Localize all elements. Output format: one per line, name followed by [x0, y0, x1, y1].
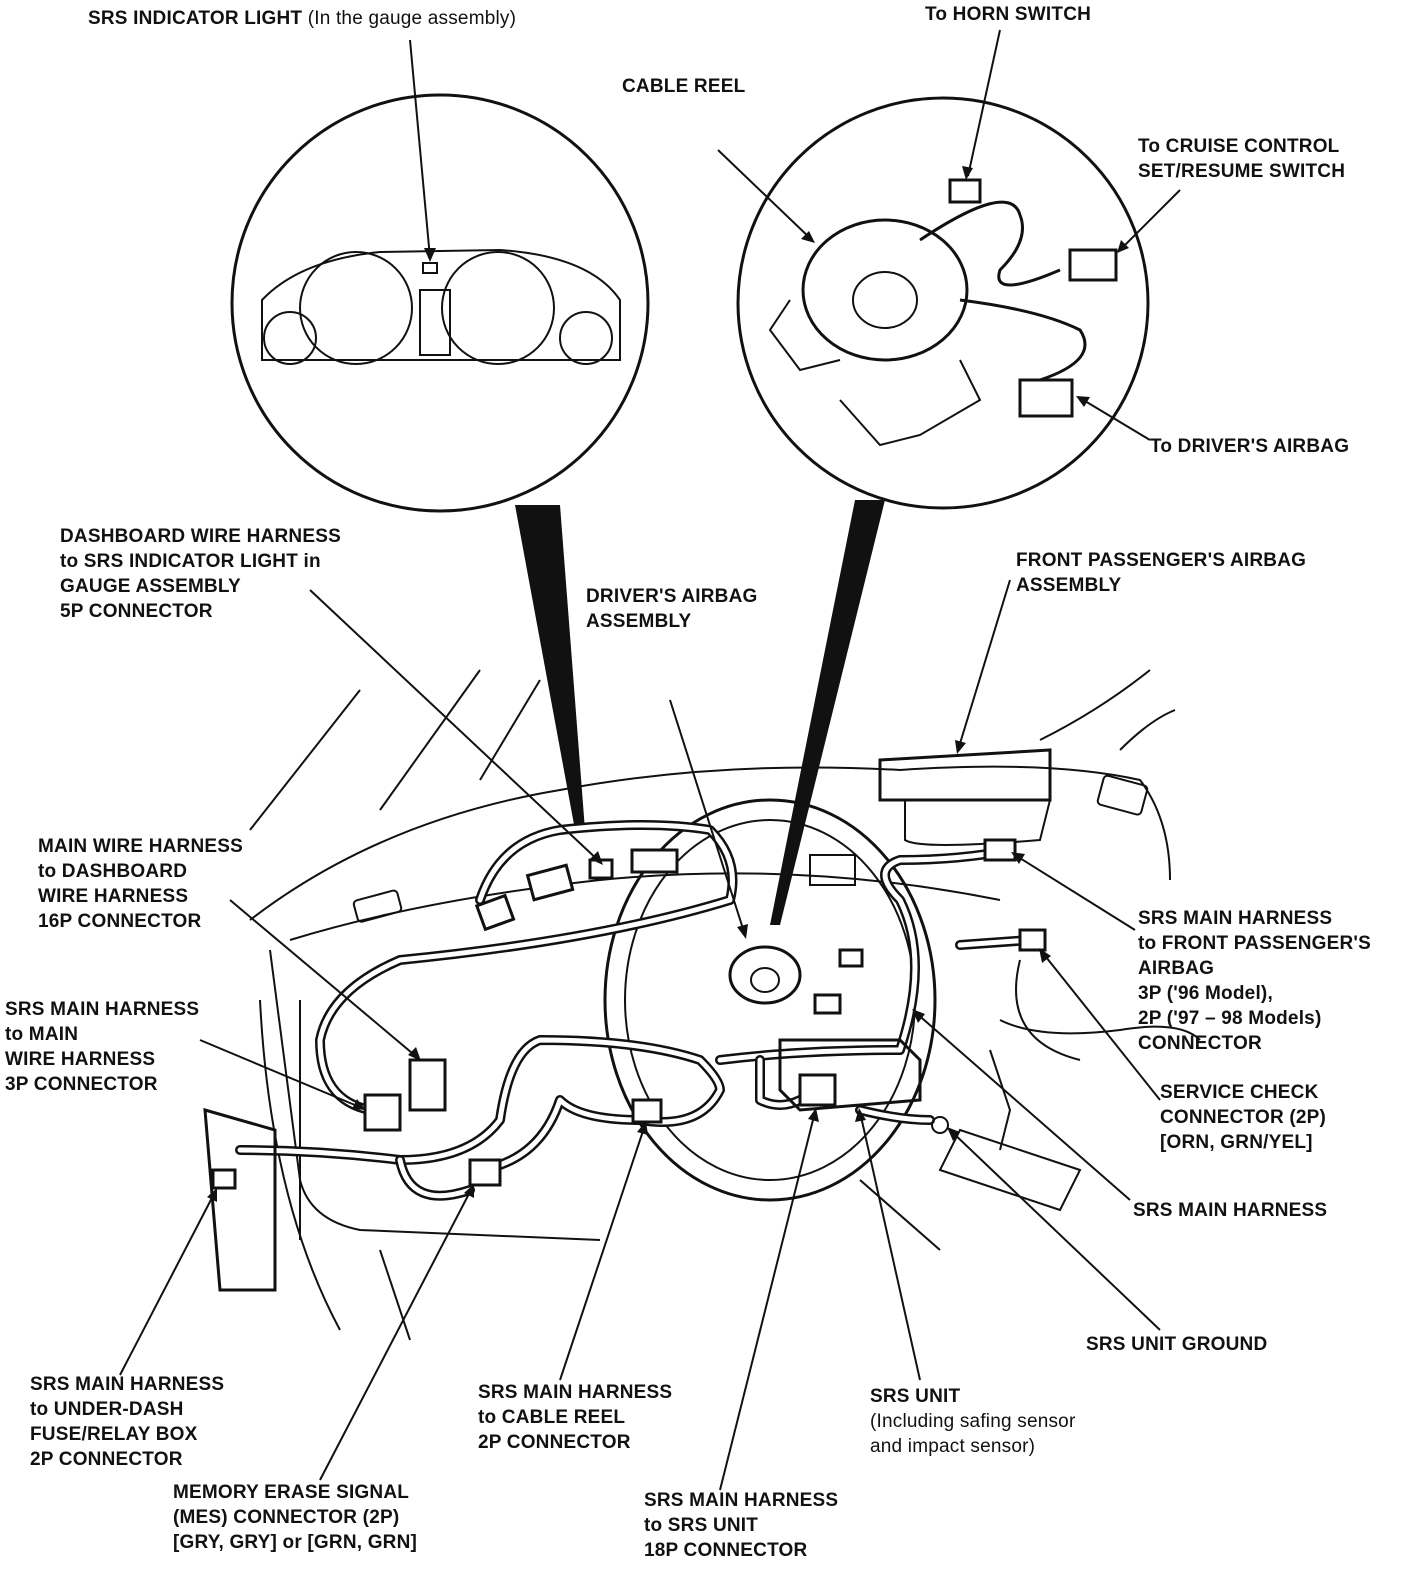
label-srs-to-unit-18p: SRS MAIN HARNESS to SRS UNIT 18P CONNECT…	[644, 1490, 839, 1561]
steering-wheel-icon	[603, 798, 937, 1202]
under-dash-fuse-box-icon	[203, 1107, 277, 1292]
cable-reel-inset	[736, 96, 1150, 510]
cruise-switch-connector-icon	[1068, 248, 1118, 282]
drivers-airbag-connector-icon	[1018, 378, 1074, 418]
label-srs-unit: SRS UNIT (Including safing sensor and im…	[870, 1386, 1076, 1457]
srs-unit-ground-icon	[931, 1116, 949, 1134]
main-16p-connector-icon	[408, 1058, 447, 1112]
gauge-inset-wedge	[515, 505, 585, 830]
label-drivers-airbag-assembly: DRIVER'S AIRBAG ASSEMBLY	[586, 586, 758, 632]
label-srs-to-fuse-relay-box: SRS MAIN HARNESS to UNDER-DASH FUSE/RELA…	[30, 1374, 225, 1470]
label-horn-switch: To HORN SWITCH	[925, 4, 1092, 25]
label-cable-reel: CABLE REEL	[622, 76, 746, 97]
srs-indicator-lamp-icon	[422, 262, 438, 274]
label-srs-to-passenger-airbag: SRS MAIN HARNESS to FRONT PASSENGER'S AI…	[1138, 908, 1372, 1054]
srs-unit-icon	[778, 1038, 922, 1112]
passenger-airbag-connector-icon	[983, 838, 1017, 862]
label-srs-to-cable-reel: SRS MAIN HARNESS to CABLE REEL 2P CONNEC…	[478, 1382, 673, 1453]
srs-main-3p-connector-icon	[363, 1093, 402, 1132]
label-main-wire-harness-16p: MAIN WIRE HARNESS to DASHBOARD WIRE HARN…	[38, 836, 244, 932]
passenger-airbag-icon	[878, 748, 1052, 802]
label-srs-main-harness: SRS MAIN HARNESS	[1133, 1200, 1328, 1221]
label-drivers-airbag-connector: To DRIVER'S AIRBAG	[1150, 436, 1350, 457]
dashboard-outline	[249, 669, 1201, 1341]
label-dashboard-wire-harness: DASHBOARD WIRE HARNESS to SRS INDICATOR …	[60, 526, 341, 622]
srs-unit-18p-connector-icon	[798, 1073, 837, 1107]
service-check-connector-icon	[1018, 928, 1047, 952]
mes-connector-icon	[468, 1158, 502, 1187]
cable-reel-icon	[801, 218, 969, 362]
label-service-check-connector: SERVICE CHECK CONNECTOR (2P) [ORN, GRN/Y…	[1160, 1082, 1327, 1153]
label-cruise-control-switch: To CRUISE CONTROL SET/RESUME SWITCH	[1138, 136, 1346, 182]
leader-lines	[119, 29, 1181, 1491]
label-srs-unit-ground: SRS UNIT GROUND	[1086, 1334, 1268, 1355]
cable-reel-2p-connector-icon	[631, 1098, 663, 1124]
gauge-inset	[230, 93, 650, 513]
fuse-box-2p-connector-icon	[211, 1168, 237, 1190]
cable-reel-inset-wedge	[770, 500, 885, 925]
label-srs-indicator-light: SRS INDICATOR LIGHT (In the gauge assemb…	[88, 8, 517, 29]
label-mes-connector: MEMORY ERASE SIGNAL (MES) CONNECTOR (2P)…	[173, 1482, 418, 1553]
horn-switch-connector-icon	[948, 178, 982, 204]
label-front-passenger-airbag-assembly: FRONT PASSENGER'S AIRBAG ASSEMBLY	[1016, 550, 1307, 596]
label-srs-to-main-3p: SRS MAIN HARNESS to MAIN WIRE HARNESS 3P…	[5, 999, 200, 1095]
wire-harnesses	[203, 820, 1047, 1292]
